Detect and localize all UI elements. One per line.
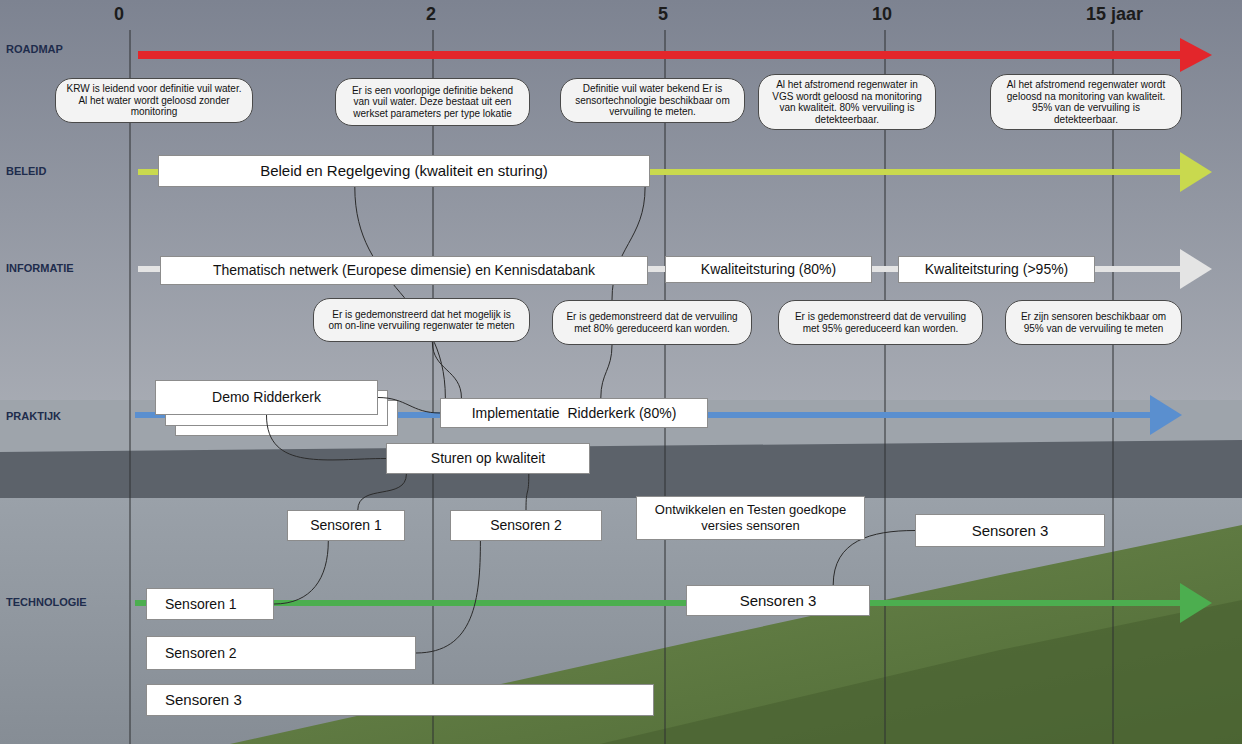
- dike-grass-dark: [600, 600, 1242, 744]
- node-text: Er is gedemonstreerd dat de vervuiling m…: [563, 311, 741, 334]
- node-text: Sensoren 3: [972, 522, 1049, 540]
- row-label: INFORMATIE: [6, 262, 74, 274]
- year-number: 15 jaar: [1086, 4, 1143, 25]
- milestone-bubble: KRW is leidend voor definitie vuil water…: [55, 78, 253, 123]
- milestone-bubble: Er is gedemonstreerd dat het mogelijk is…: [313, 298, 530, 342]
- node-text: Sensoren 1: [165, 596, 237, 613]
- milestone-bubble: Al het afstromend regenwater in VGS word…: [758, 74, 936, 130]
- node-text: Demo Ridderkerk: [212, 389, 321, 406]
- node-text: Er is gedemonstreerd dat het mogelijk is…: [324, 309, 519, 332]
- connector-curve: [358, 474, 407, 510]
- connector-curve: [526, 474, 529, 510]
- node-text: Kwaliteitsturing (>95%): [925, 261, 1069, 278]
- row-label: ROADMAP: [6, 43, 63, 55]
- roadmap-box: Kwaliteitsturing (80%): [665, 256, 872, 283]
- connector-curve: [267, 415, 387, 460]
- year-number: 10: [872, 4, 892, 25]
- node-text: Thematisch netwerk (Europese dimensie) e…: [213, 262, 595, 279]
- roadmap-box: Sensoren 3: [146, 684, 654, 716]
- connector-curve: [355, 187, 446, 398]
- connector-curve: [274, 541, 328, 604]
- beleid-arrow: [138, 152, 1212, 192]
- roadmap-arrow: [138, 38, 1212, 72]
- roadmap-box: Beleid en Regelgeving (kwaliteit en stur…: [158, 155, 650, 187]
- milestone-bubble: Al het afstromend regenwater wordt geloo…: [990, 74, 1182, 130]
- node-text: Sensoren 3: [165, 691, 242, 709]
- year-number: 0: [114, 4, 124, 25]
- node-text: Sensoren 2: [165, 645, 237, 662]
- node-text: Sensoren 2: [490, 517, 562, 534]
- water-near: [0, 498, 1242, 744]
- year-number: 2: [426, 4, 436, 25]
- node-text: Al het afstromend regenwater in VGS word…: [769, 79, 925, 125]
- node-text: Sensoren 3: [740, 592, 817, 610]
- milestone-bubble: Definitie vuil water bekend Er is sensor…: [560, 78, 745, 123]
- row-label: TECHNOLOGIE: [6, 596, 87, 608]
- roadmap-box: Thematisch netwerk (Europese dimensie) e…: [160, 256, 648, 285]
- node-text: Sensoren 1: [310, 517, 382, 534]
- roadmap-box: Sensoren 3: [915, 514, 1105, 547]
- milestone-bubble: Er is gedemonstreerd dat de vervuiling m…: [552, 300, 752, 345]
- roadmap-box: Sensoren 2: [450, 510, 602, 541]
- node-text: Er is gedemonstreerd dat de vervuiling m…: [789, 311, 972, 334]
- node-text: Er is een voorlopige definitie bekend va…: [346, 85, 519, 120]
- milestone-bubble: Er is een voorlopige definitie bekend va…: [335, 78, 530, 126]
- node-text: Definitie vuil water bekend Er is sensor…: [571, 83, 734, 118]
- roadmap-box: Kwaliteitsturing (>95%): [898, 256, 1095, 283]
- milestone-bubble: Er zijn sensoren beschikbaar om 95% van …: [1005, 300, 1182, 345]
- roadmap-box: Demo Ridderkerk: [155, 380, 378, 415]
- technologie-arrow: [135, 583, 1212, 623]
- row-label: PRAKTIJK: [6, 410, 61, 422]
- connector-curve: [601, 345, 612, 398]
- node-text: Er zijn sensoren beschikbaar om 95% van …: [1016, 311, 1171, 334]
- roadmap-box: Ontwikkelen en Testen goedkope versies s…: [636, 496, 865, 540]
- roadmap-box: Sensoren 2: [146, 636, 416, 670]
- row-label: BELEID: [6, 165, 46, 177]
- roadmap-box: Sensoren 1: [146, 588, 274, 620]
- sky: [0, 0, 1242, 420]
- node-text: Implementatie Ridderkerk (80%): [472, 405, 677, 422]
- roadmap-box: Implementatie Ridderkerk (80%): [440, 398, 708, 428]
- connector-curve: [416, 541, 480, 653]
- node-text: Al het afstromend regenwater wordt geloo…: [1001, 79, 1171, 125]
- roadmap-box: Sensoren 3: [686, 585, 870, 616]
- connector-curve: [432, 342, 461, 398]
- connector-curve: [378, 398, 440, 414]
- node-text: KRW is leidend voor definitie vuil water…: [66, 83, 242, 118]
- year-gridlines: [130, 30, 1113, 744]
- roadmap-box: Sensoren 1: [287, 510, 405, 541]
- node-text: Sturen op kwaliteit: [431, 450, 545, 467]
- node-text: Ontwikkelen en Testen goedkope versies s…: [646, 502, 855, 533]
- far-shore: [0, 440, 1242, 500]
- node-text: Beleid en Regelgeving (kwaliteit en stur…: [260, 162, 548, 180]
- year-number: 5: [658, 4, 668, 25]
- milestone-bubble: Er is gedemonstreerd dat de vervuiling m…: [778, 300, 983, 345]
- node-text: Kwaliteitsturing (80%): [701, 261, 836, 278]
- informatie-arrow: [138, 249, 1212, 289]
- roadmap-box: Sturen op kwaliteit: [386, 443, 590, 474]
